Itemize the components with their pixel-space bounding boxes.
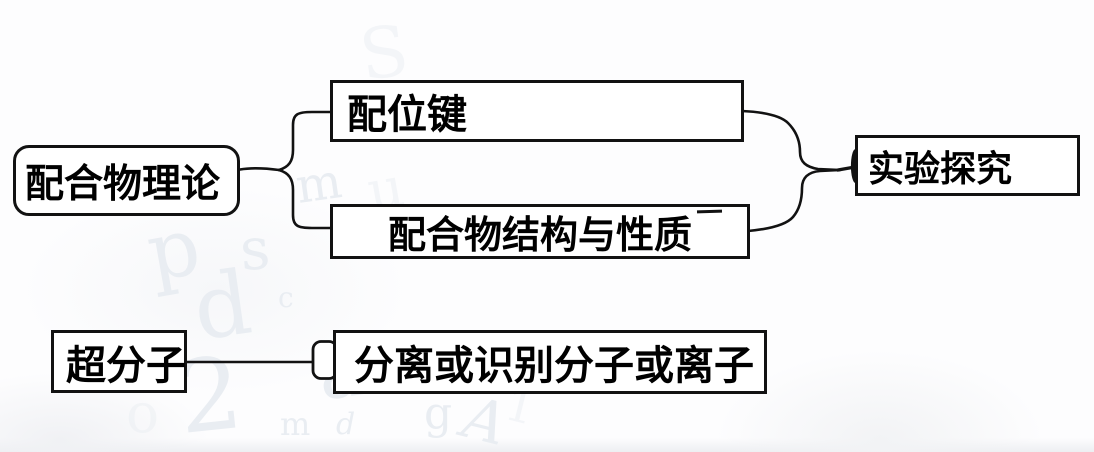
node-structure-properties: 配合物结构与性质 xyxy=(330,204,750,259)
brace-right-lower xyxy=(746,168,842,233)
brace-left-stub xyxy=(238,166,281,172)
node-root-theory-label: 配合物理论 xyxy=(25,162,221,206)
node-coordinate-bond: 配位键 xyxy=(330,80,744,142)
node-separation-label: 分离或识别分子或离子 xyxy=(354,344,754,388)
node-experiment-label: 实验探究 xyxy=(868,147,1013,189)
node-experiment: 实验探究 xyxy=(855,135,1080,196)
node-supramolecule: 超分子 xyxy=(51,330,187,393)
brace-right-upper xyxy=(740,109,842,172)
node-separation: 分离或识别分子或离子 xyxy=(333,330,767,394)
node-root-theory: 配合物理论 xyxy=(13,145,240,216)
node-structure-properties-label: 配合物结构与性质 xyxy=(387,215,692,257)
brace-left-lower xyxy=(277,168,333,230)
brace-left-upper xyxy=(277,110,333,172)
node-coordinate-bond-label: 配位键 xyxy=(347,93,467,137)
node-supramolecule-label: 超分子 xyxy=(66,343,186,388)
